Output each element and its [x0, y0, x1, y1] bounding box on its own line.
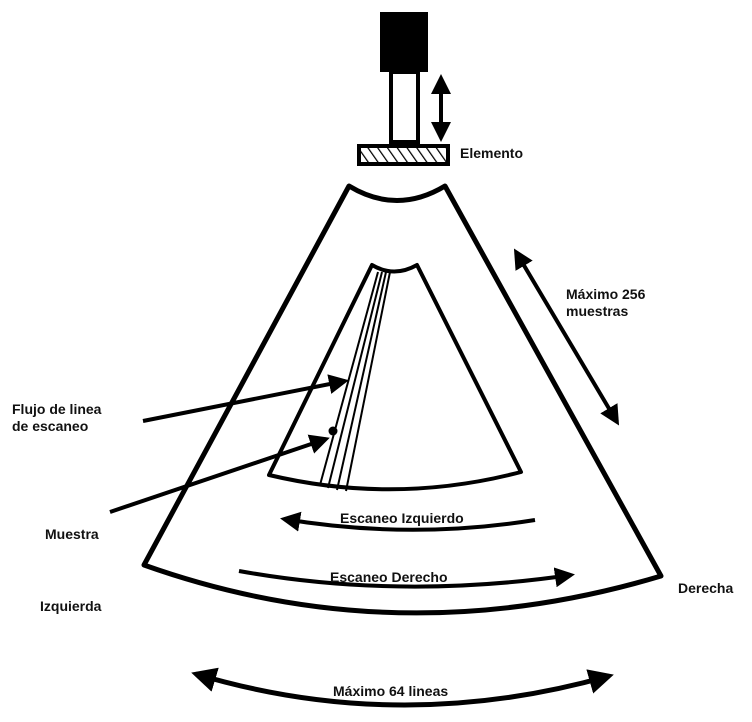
- transducer: [357, 12, 450, 166]
- label-derecha: Derecha: [678, 580, 734, 596]
- label-max-lines: Máximo 64 lineas: [333, 683, 449, 699]
- outer-scan-sector: [141, 183, 664, 616]
- label-elemento: Elemento: [460, 145, 524, 161]
- label-escaneo-izquierdo: Escaneo Izquierdo: [340, 510, 464, 526]
- scan-line-flow-pointer: [142, 374, 349, 423]
- sample-pointer: [109, 434, 330, 514]
- transducer-element: [357, 144, 450, 166]
- label-flujo-line2: de escaneo: [12, 418, 89, 434]
- label-max-samples-line2: muestras: [566, 303, 629, 319]
- right-scan-arrow: [238, 567, 575, 589]
- sample-point: [328, 426, 338, 436]
- label-izquierda: Izquierda: [40, 598, 102, 614]
- label-escaneo-derecho: Escaneo Derecho: [330, 569, 448, 585]
- label-max-samples-line1: Máximo 256: [566, 286, 646, 302]
- inner-sector: [267, 263, 523, 492]
- scan-line: [336, 271, 387, 491]
- scan-line: [345, 271, 391, 492]
- max-samples-arrow: [513, 248, 620, 426]
- scan-line: [327, 271, 383, 489]
- label-muestra: Muestra: [45, 526, 99, 542]
- left-scan-arrow: [280, 511, 536, 532]
- max-lines-arrow: [191, 667, 614, 708]
- label-flujo-line1: Flujo de linea: [12, 401, 102, 417]
- scan-lines: [319, 271, 391, 492]
- transducer-shaft: [389, 70, 420, 144]
- transducer-housing: [380, 12, 428, 72]
